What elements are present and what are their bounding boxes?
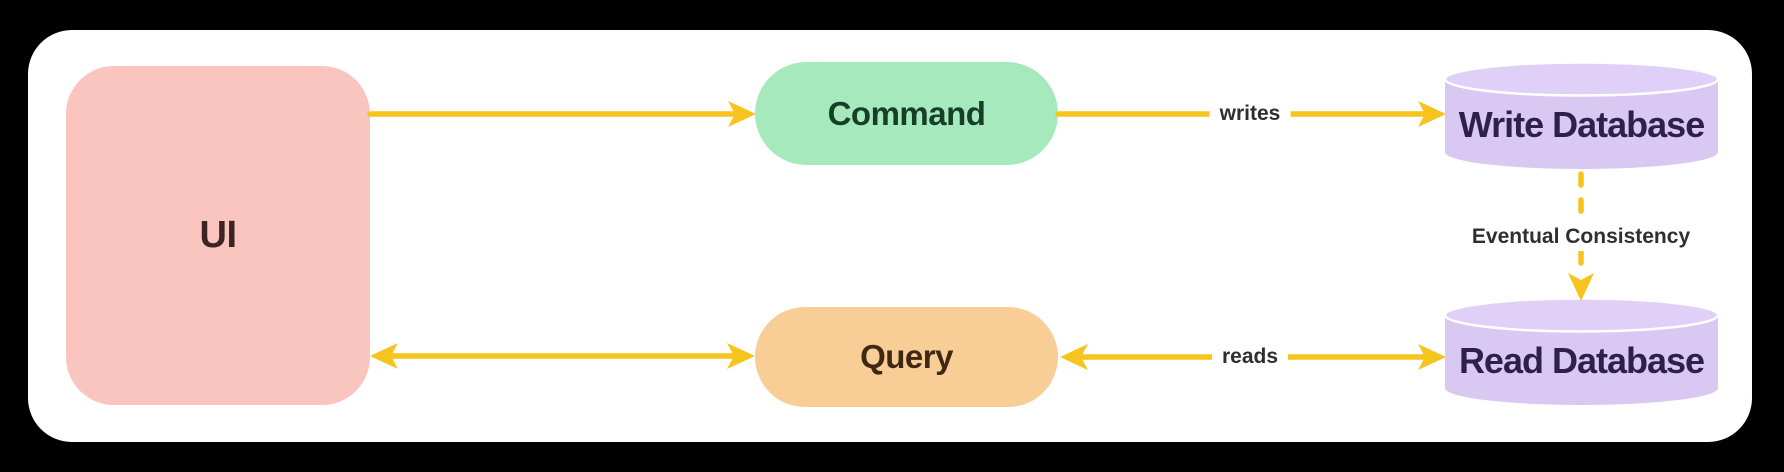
command-node: Command — [755, 62, 1058, 165]
arrowhead — [370, 343, 398, 369]
reads-edge-label: reads — [1211, 343, 1289, 371]
arrowhead — [1568, 273, 1594, 301]
diagram-card: UI Command Query Write Database — [28, 30, 1752, 442]
eventual-consistency-label: Eventual Consistency — [1461, 223, 1701, 251]
command-node-label: Command — [827, 94, 986, 132]
arrowhead — [728, 101, 756, 127]
arrowhead — [1418, 101, 1446, 127]
arrow-ui-query-bidirectional — [370, 343, 755, 369]
arrow-ui-to-command — [367, 101, 756, 127]
arrowhead — [727, 343, 755, 369]
arrowhead — [1418, 344, 1446, 370]
write-database-node: Write Database — [1445, 62, 1718, 170]
query-node: Query — [755, 307, 1058, 407]
read-database-label: Read Database — [1458, 339, 1705, 381]
read-database-node: Read Database — [1445, 298, 1718, 406]
database-cylinder-icon — [1445, 62, 1718, 169]
ui-node-label: UI — [199, 214, 238, 256]
query-node-label: Query — [860, 338, 953, 375]
arrowhead — [1060, 344, 1088, 370]
write-database-label: Write Database — [1458, 103, 1705, 145]
writes-edge-label: writes — [1209, 100, 1291, 128]
ui-node: UI — [66, 66, 370, 405]
